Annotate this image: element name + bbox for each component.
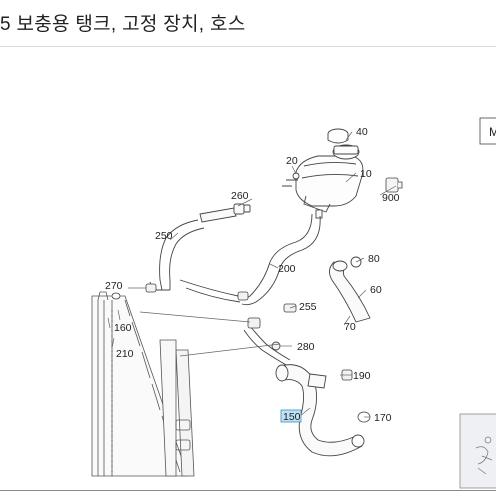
- label-210[interactable]: 210: [116, 348, 134, 360]
- hose-260: [199, 203, 251, 223]
- label-80[interactable]: 80: [368, 253, 380, 265]
- label-190[interactable]: 190: [353, 370, 371, 382]
- label-10[interactable]: 10: [360, 168, 372, 180]
- label-150[interactable]: 150: [283, 411, 301, 423]
- label-280[interactable]: 280: [297, 341, 315, 353]
- label-70[interactable]: 70: [344, 321, 356, 333]
- parts-diagram[interactable]: 40 20 10 260 900 250 80 200 60 270 255 7…: [0, 47, 496, 496]
- hose-200: [239, 213, 321, 306]
- clamp-fittings: [111, 283, 371, 423]
- svg-text:M: M: [489, 125, 496, 139]
- label-260[interactable]: 260: [231, 190, 249, 202]
- label-20[interactable]: 20: [286, 155, 298, 167]
- label-160[interactable]: 160: [114, 322, 132, 334]
- bottom-divider: [0, 490, 496, 491]
- leader-lines: [107, 131, 397, 418]
- side-tab[interactable]: M: [479, 117, 496, 145]
- label-270[interactable]: 270: [105, 280, 123, 292]
- label-40[interactable]: 40: [356, 126, 368, 138]
- label-250[interactable]: 250: [155, 230, 173, 242]
- radiator: [91, 291, 195, 477]
- label-170[interactable]: 170: [374, 412, 392, 424]
- label-255[interactable]: 255: [299, 301, 317, 313]
- page-title: 5 보충용 탱크, 고정 장치, 호스: [0, 14, 246, 35]
- connector-900: [385, 177, 403, 193]
- header-divider: [0, 46, 496, 47]
- label-900[interactable]: 900: [382, 192, 400, 204]
- expansion-tank: [282, 128, 364, 219]
- hose-150: [275, 364, 365, 457]
- thumbnail-preview[interactable]: [459, 413, 496, 489]
- hose-60: [329, 256, 371, 323]
- label-60[interactable]: 60: [370, 284, 382, 296]
- highlight-150: [280, 409, 302, 423]
- label-200[interactable]: 200: [278, 263, 296, 275]
